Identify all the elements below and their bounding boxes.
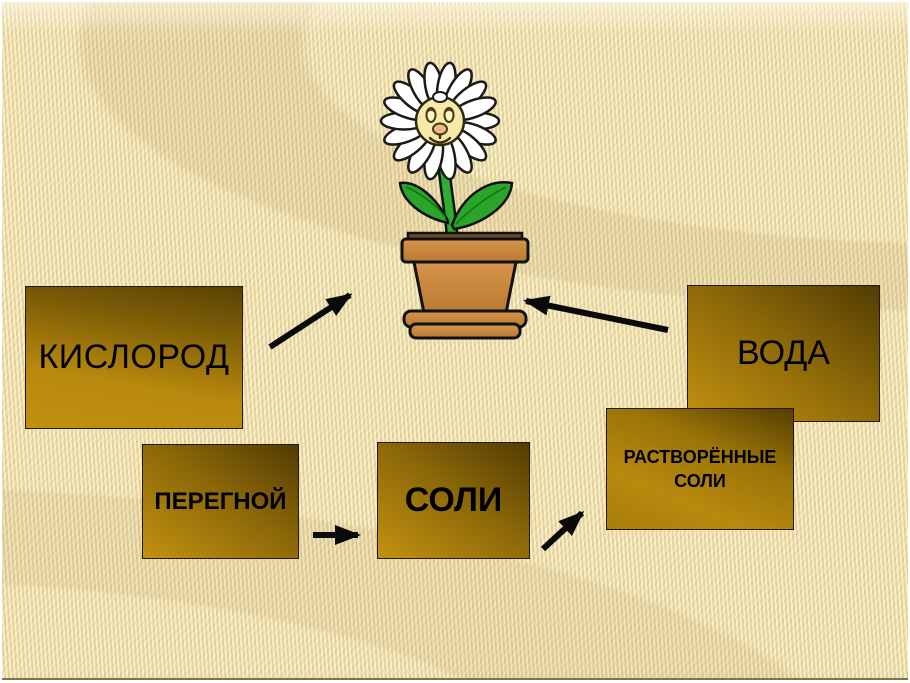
box-voda-label: ВОДА: [737, 334, 830, 372]
box-voda: ВОДА: [687, 285, 880, 422]
box-rastvorennye-soli-label: РАСТВОРЁННЫЕ СОЛИ: [623, 446, 777, 491]
box-rastvorennye-soli: РАСТВОРЁННЫЕ СОЛИ: [606, 408, 794, 530]
box-kislorod: КИСЛОРОД: [25, 286, 243, 429]
box-peregnoi: ПЕРЕГНОЙ: [142, 444, 299, 559]
box-kislorod-label: КИСЛОРОД: [38, 338, 230, 376]
box-peregnoi-label: ПЕРЕГНОЙ: [154, 487, 287, 515]
box-soli: СОЛИ: [377, 442, 530, 559]
arrow-kislorod-to-flower-icon: [268, 292, 353, 350]
flower-daisy-icon: [379, 60, 530, 340]
box-soli-label: СОЛИ: [404, 481, 503, 519]
arrow-voda-to-flower-icon: [523, 295, 669, 333]
arrow-soli-to-rastvorennye-icon: [540, 510, 585, 552]
flower-in-pot-image: [372, 55, 532, 345]
